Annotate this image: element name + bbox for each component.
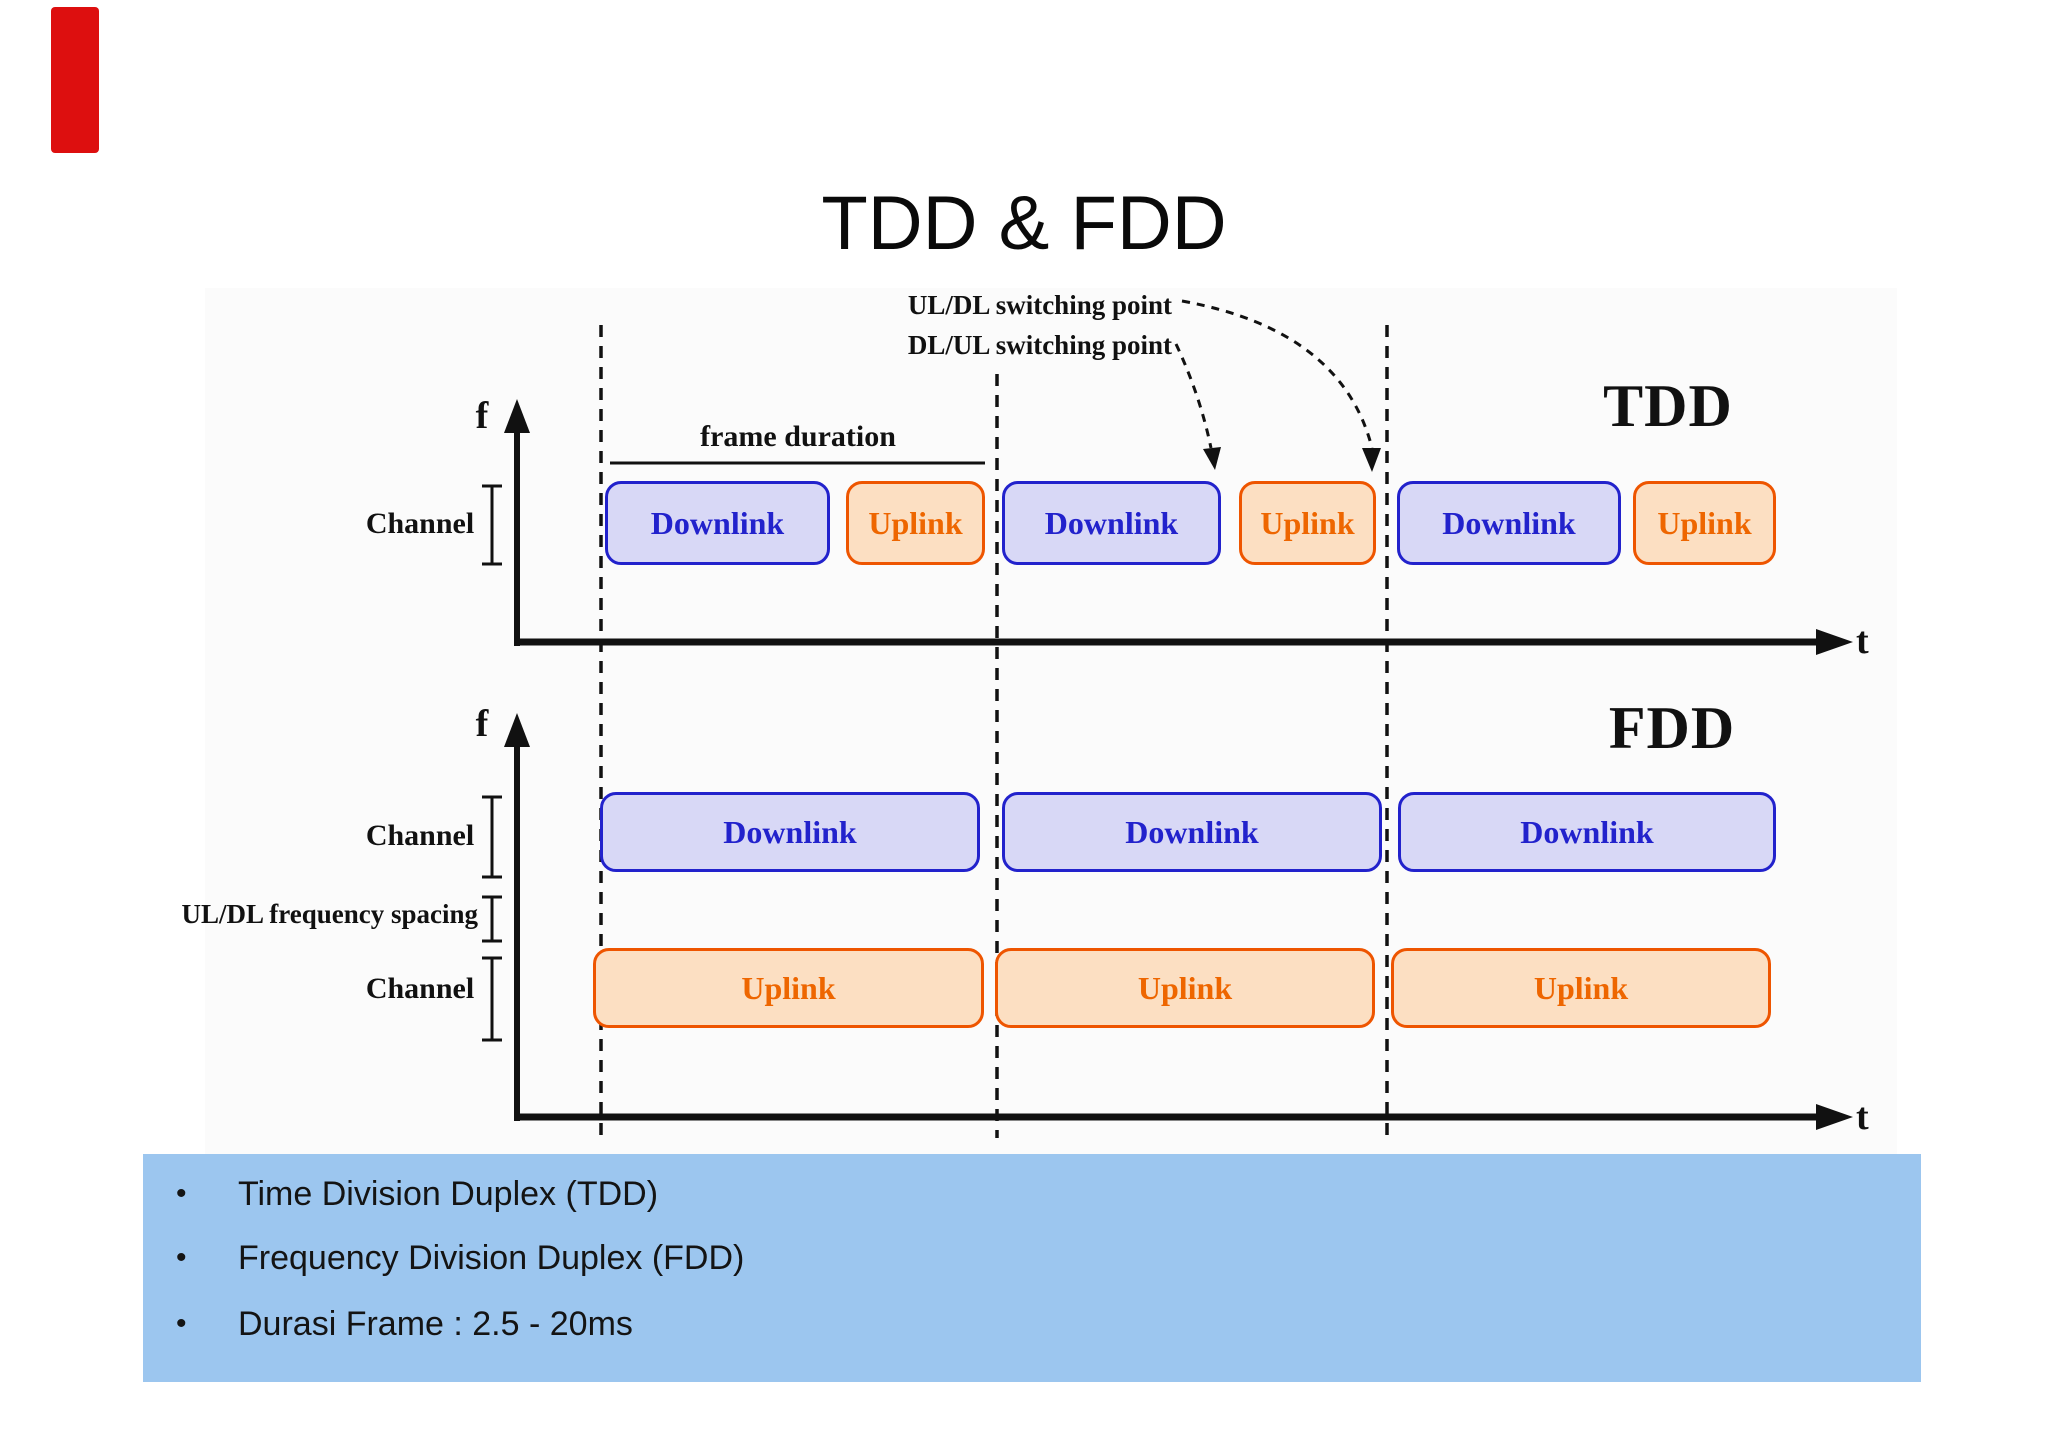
fdd-frequency-spacing-label: UL/DL frequency spacing (181, 899, 478, 929)
bullet-icon: • (176, 1307, 187, 1340)
frame-duration-label: frame duration (700, 420, 896, 453)
note-text: Durasi Frame : 2.5 - 20ms (238, 1304, 633, 1343)
fdd-channel-bottom-bracket (482, 956, 502, 1042)
ul-dl-switching-arrow (1181, 299, 1381, 472)
ul-dl-switching-label: UL/DL switching point (907, 290, 1172, 320)
tdd-uplink-block-2: Uplink (1239, 481, 1376, 565)
fdd-uplink-block-2: Uplink (995, 948, 1375, 1028)
bullet-icon: • (176, 1241, 187, 1274)
fdd-channel-bottom-label: Channel (365, 972, 475, 1005)
fdd-uplink-block-3: Uplink (1391, 948, 1771, 1028)
tdd-t-axis (514, 629, 1853, 655)
fdd-uplink-block-1: Uplink (593, 948, 984, 1028)
tdd-uplink-block-1: Uplink (846, 481, 985, 565)
red-marker (51, 7, 99, 153)
note-text: Frequency Division Duplex (FDD) (238, 1238, 745, 1277)
fdd-downlink-block-1: Downlink (600, 792, 980, 872)
list-item: • Durasi Frame : 2.5 - 20ms (170, 1300, 633, 1348)
tdd-section-label: TDD (1603, 373, 1733, 439)
tdd-uplink-block-3: Uplink (1633, 481, 1776, 565)
tdd-f-axis-label: f (475, 395, 489, 437)
fdd-frequency-spacing-bracket (482, 895, 502, 943)
fdd-channel-top-label: Channel (365, 819, 475, 852)
fdd-f-axis-label: f (475, 703, 489, 745)
tdd-downlink-block-1: Downlink (605, 481, 830, 565)
tdd-downlink-block-3: Downlink (1397, 481, 1621, 565)
note-text: Time Division Duplex (TDD) (238, 1174, 659, 1213)
list-item: • Frequency Division Duplex (FDD) (170, 1234, 744, 1282)
tdd-channel-label: Channel (365, 507, 475, 540)
bullet-icon: • (176, 1177, 187, 1210)
fdd-downlink-block-3: Downlink (1398, 792, 1776, 872)
tdd-f-axis (504, 399, 530, 646)
fdd-f-axis (504, 713, 530, 1121)
fdd-t-axis (514, 1104, 1853, 1130)
page-title: TDD & FDD (821, 181, 1227, 266)
dl-ul-switching-arrow (1174, 343, 1221, 470)
tdd-channel-bracket (482, 484, 502, 566)
fdd-downlink-block-2: Downlink (1002, 792, 1382, 872)
dl-ul-switching-label: DL/UL switching point (907, 330, 1172, 360)
tdd-t-axis-label: t (1856, 620, 1869, 662)
fdd-section-label: FDD (1608, 695, 1736, 761)
tdd-downlink-block-2: Downlink (1002, 481, 1221, 565)
fdd-channel-top-bracket (482, 795, 502, 879)
list-item: • Time Division Duplex (TDD) (170, 1170, 658, 1218)
notes-panel: • Time Division Duplex (TDD) • Frequency… (143, 1154, 1921, 1382)
fdd-t-axis-label: t (1856, 1096, 1869, 1138)
